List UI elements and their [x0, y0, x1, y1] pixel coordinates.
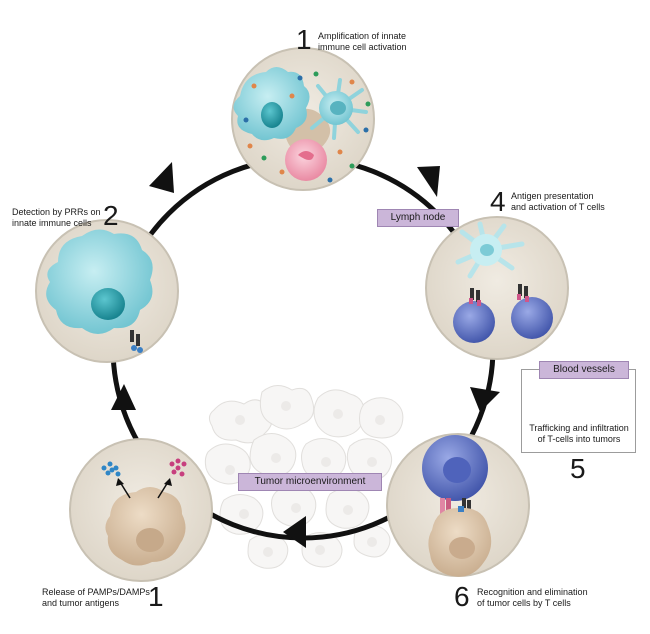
neutrophil-cell: [285, 139, 327, 181]
step1-line1: Release of PAMPs/DAMPs: [42, 587, 150, 597]
step3-line1: Amplification of innate: [318, 31, 407, 41]
step6-line2: of tumor cells by T cells: [477, 598, 571, 608]
step3-number: 1: [296, 24, 312, 55]
step3-description: Amplification of innate immune cell acti…: [318, 31, 428, 53]
step6-illustration: [386, 433, 530, 577]
step1-number: 1: [148, 581, 164, 612]
step1-description: Release of PAMPs/DAMPs and tumor antigen…: [42, 587, 162, 609]
step4-description: Antigen presentation and activation of T…: [511, 191, 631, 213]
step6-description: Recognition and elimination of tumor cel…: [477, 587, 617, 609]
tumor-microenvironment-tag: Tumor microenvironment: [238, 473, 382, 491]
prr-receptor: [130, 330, 143, 353]
cycle-arrowheads: [111, 162, 500, 548]
tumor-cell: [105, 487, 186, 566]
cytokine-dots: [243, 71, 371, 183]
pamps-dots: [101, 461, 121, 477]
arrowhead-step4-to-5: [470, 387, 500, 412]
step5-description: Trafficking and infiltration of T-cells …: [525, 423, 633, 445]
step5-line2: of T-cells into tumors: [537, 434, 621, 444]
step4-number: 4: [490, 186, 506, 217]
lymph-node-tag: Lymph node: [377, 209, 459, 227]
step4-line1: Antigen presentation: [511, 191, 594, 201]
tumor-microenvironment-background: [204, 385, 404, 569]
t-cell: [453, 301, 495, 343]
step2-number: 2: [103, 200, 119, 231]
arrowhead-step2-to-3: [149, 162, 174, 193]
arrowhead-step6-to-1: [283, 516, 306, 548]
step5-number: 5: [570, 453, 586, 484]
t-cell: [511, 297, 553, 339]
step2-line2: innate immune cells: [12, 218, 92, 228]
arrowhead-step1-to-2: [111, 384, 136, 410]
step2-description: Detection by PRRs on innate immune cells: [12, 207, 112, 229]
blood-vessels-tag: Blood vessels: [539, 361, 629, 379]
damps-dots: [169, 458, 187, 477]
step2-line1: Detection by PRRs on: [12, 207, 101, 217]
step3-line2: immune cell activation: [318, 42, 407, 52]
step4-line2: and activation of T cells: [511, 202, 605, 212]
step1-line2: and tumor antigens: [42, 598, 120, 608]
step6-line1: Recognition and elimination: [477, 587, 588, 597]
step6-number: 6: [454, 581, 470, 612]
step5-box: [521, 369, 636, 453]
innate-immune-cell: [46, 229, 153, 334]
step4-illustration: [425, 216, 569, 360]
step1-illustration: [69, 438, 213, 582]
arrowhead-step3-to-4: [417, 166, 440, 197]
step5-line1: Trafficking and infiltration: [529, 423, 629, 433]
step3-illustration: [231, 47, 375, 191]
step2-illustration: [35, 219, 179, 363]
